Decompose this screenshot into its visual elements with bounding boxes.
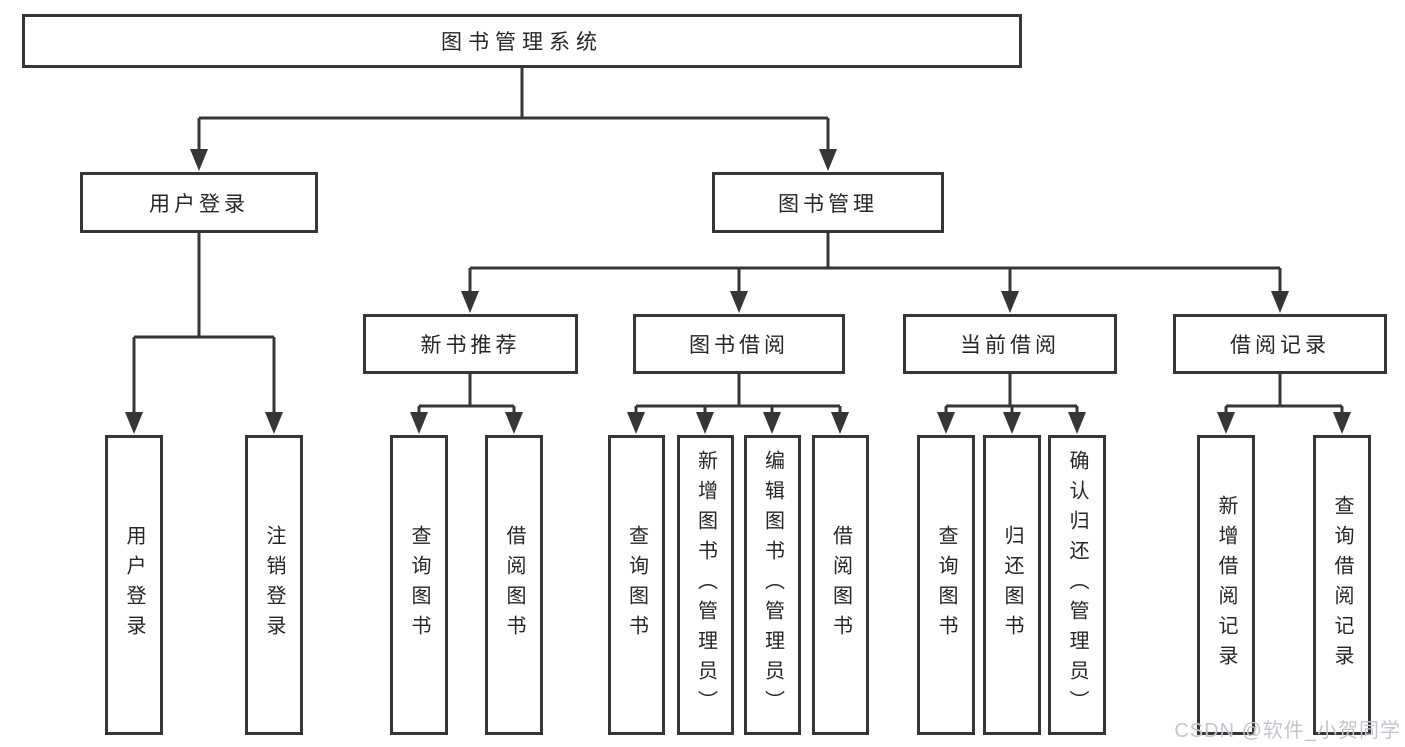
node-book-borrowing: 图书借阅	[633, 314, 845, 374]
leaf-nbr-query-books: 查询图书	[390, 435, 448, 735]
node-current-borrowing: 当前借阅	[903, 314, 1117, 374]
leaf-nbr-borrow-books: 借阅图书	[485, 435, 543, 735]
leaf-bb-edit-books-admin: 编辑图书（管理员）	[744, 435, 801, 735]
leaf-cb-query-books: 查询图书	[917, 435, 975, 735]
node-new-book-recommendation: 新书推荐	[363, 314, 578, 374]
node-library-management-system: 图书管理系统	[22, 14, 1022, 68]
leaf-cb-confirm-return-admin: 确认归还（管理员）	[1048, 435, 1106, 735]
node-user-login: 用户登录	[80, 172, 318, 233]
leaf-logout: 注销登录	[245, 435, 303, 735]
leaf-bb-borrow-books: 借阅图书	[812, 435, 869, 735]
leaf-user-login: 用户登录	[105, 435, 163, 735]
leaf-bb-add-books-admin: 新增图书（管理员）	[677, 435, 734, 735]
node-book-management: 图书管理	[712, 172, 944, 233]
leaf-br-query-borrow-record: 查询借阅记录	[1313, 435, 1371, 735]
leaf-br-add-borrow-record: 新增借阅记录	[1197, 435, 1255, 735]
csdn-watermark: CSDN @软件_小贺同学	[1174, 720, 1401, 742]
leaf-bb-query-books: 查询图书	[608, 435, 665, 735]
leaf-cb-return-books: 归还图书	[983, 435, 1041, 735]
node-borrowing-records: 借阅记录	[1173, 314, 1387, 374]
